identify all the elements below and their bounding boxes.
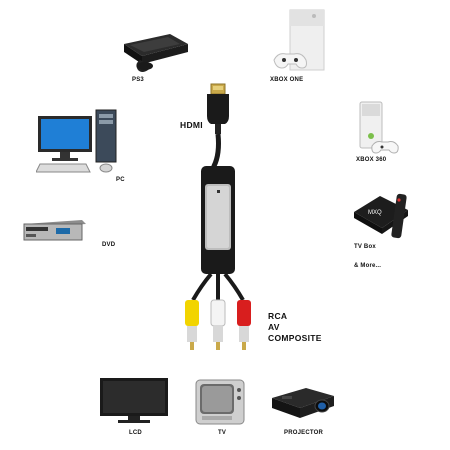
hdmi-label: HDMI	[180, 120, 203, 130]
projector-icon	[268, 382, 338, 424]
xbox-one-console-icon	[268, 8, 332, 74]
hdmi-to-rca-cable-icon	[175, 80, 275, 360]
lcd-label: LCD	[129, 430, 142, 436]
xbox-one-label: XBOX ONE	[270, 77, 304, 83]
tv-label: TV	[218, 430, 227, 436]
pc-desktop-icon	[36, 108, 122, 174]
tv-box-label: TV Box	[354, 244, 376, 250]
av-label: AV	[268, 322, 280, 332]
xbox-360-console-icon	[354, 100, 400, 158]
ps3-console-icon	[118, 30, 194, 76]
lcd-monitor-icon	[98, 376, 170, 424]
projector-label: PROJECTOR	[284, 430, 324, 436]
ps3-label: PS3	[132, 77, 144, 83]
pc-label: PC	[116, 177, 125, 183]
dvd-label: DVD	[102, 242, 116, 248]
tv-box-icon: MXQ	[350, 190, 416, 244]
composite-label: COMPOSITE	[268, 333, 322, 343]
and-more-label: & More...	[354, 263, 382, 269]
crt-tv-icon	[194, 376, 246, 428]
svg-text:MXQ: MXQ	[368, 210, 382, 216]
dvd-player-icon	[22, 214, 88, 244]
xbox-360-label: XBOX 360	[356, 157, 387, 163]
rca-label: RCA	[268, 311, 288, 321]
